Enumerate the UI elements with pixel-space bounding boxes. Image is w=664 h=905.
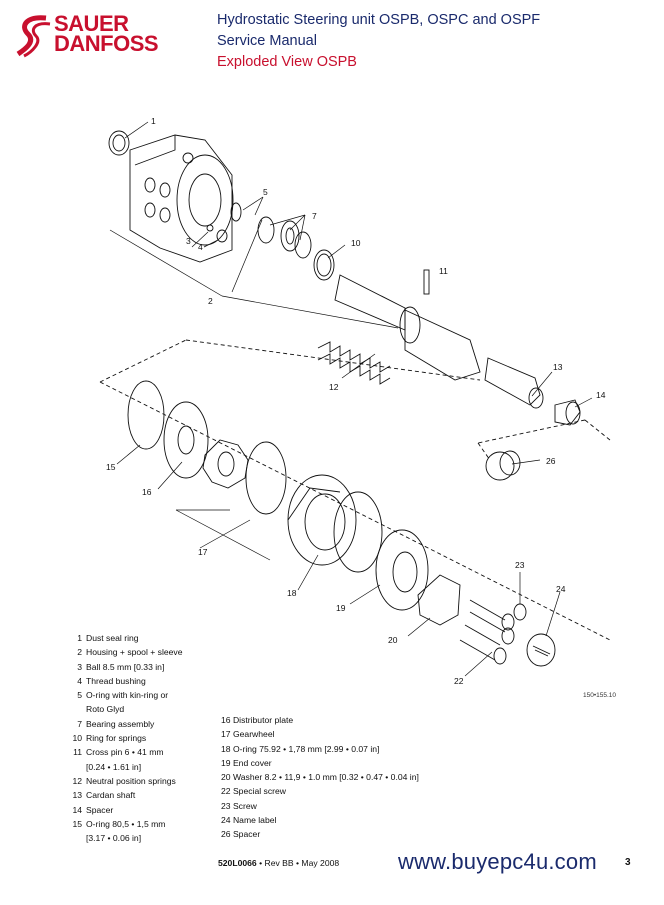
callout-14: 14 <box>596 390 606 400</box>
callout-26: 26 <box>546 456 556 466</box>
callout-2: 2 <box>208 296 213 306</box>
callout-13: 13 <box>553 362 563 372</box>
bearing-part <box>257 216 275 244</box>
revision-info: • Rev BB • May 2008 <box>256 858 340 868</box>
legend-row: 22 Special screw <box>221 786 286 797</box>
callout-19: 19 <box>336 603 346 613</box>
washer-plate-part <box>417 574 461 626</box>
legend-row: 17 Gearwheel <box>221 729 275 740</box>
o-ring-part <box>230 202 242 222</box>
end-cover-part <box>375 529 429 611</box>
dust-seal-ring-part <box>108 130 130 156</box>
parts-legend-right: 16 Distributor plate 17 Gearwheel 18 O-r… <box>221 713 419 842</box>
assembly-lines <box>99 339 611 641</box>
name-label-part <box>526 633 556 667</box>
drawing-number: 150•155.10 <box>583 692 617 699</box>
leader-lines <box>109 121 593 677</box>
distributor-plate-part <box>163 401 209 479</box>
website-watermark: www.buyepc4u.com <box>398 849 597 874</box>
neutral-springs-part <box>317 341 391 385</box>
o-ring-part-15 <box>127 380 165 450</box>
footer-doc-reference: 520L0066 • Rev BB • May 2008 <box>218 858 339 868</box>
spacer-part-14 <box>554 399 581 426</box>
callout-15: 15 <box>106 462 116 472</box>
callout-20: 20 <box>388 635 398 645</box>
logo-mark-icon <box>16 15 51 58</box>
spacer-part-26 <box>485 450 521 481</box>
sauer-danfoss-logo: SAUER DANFOSS <box>16 11 208 58</box>
gearwheel-part <box>202 439 249 489</box>
callout-23: 23 <box>515 560 525 570</box>
callout-24: 24 <box>556 584 566 594</box>
callout-22: 22 <box>454 676 464 686</box>
ring-for-springs-part <box>313 249 335 281</box>
document-subtitle: Service Manual <box>217 33 317 49</box>
document-title: Hydrostatic Steering unit OSPB, OSPC and… <box>217 12 541 28</box>
callout-4: 4 <box>198 242 203 252</box>
thread-bushing-part <box>216 229 228 243</box>
callout-18: 18 <box>287 588 297 598</box>
spool-sleeve-part <box>334 274 481 381</box>
logo-text-danfoss: DANFOSS <box>54 31 159 56</box>
legend-row: 24 Name label <box>221 815 277 826</box>
legend-row: Roto Glyd <box>86 704 125 715</box>
gear-set-part <box>287 474 357 566</box>
housing-part <box>129 134 234 263</box>
section-title: Exploded View OSPB <box>217 54 357 70</box>
legend-row: 18 O-ring 75.92 • 1,78 mm [2.99 • 0.07 i… <box>221 743 380 754</box>
page-number: 3 <box>625 857 631 868</box>
callout-16: 16 <box>142 487 152 497</box>
callout-5: 5 <box>263 187 268 197</box>
legend-row: 16 Distributor plate <box>221 715 294 725</box>
legend-row: [3.17 • 0.06 in] <box>86 833 142 844</box>
screws-part <box>459 599 527 665</box>
legend-row: [0.24 • 1.61 in] <box>86 761 142 772</box>
legend-row: 19 End cover <box>221 757 272 768</box>
callout-11: 11 <box>439 266 448 276</box>
legend-row: 23 Screw <box>221 800 257 811</box>
callout-3: 3 <box>186 236 191 246</box>
cardan-shaft-part <box>484 357 544 409</box>
callout-7: 7 <box>312 211 317 221</box>
legend-row: 20 Washer 8.2 • 11,9 • 1.0 mm [0.32 • 0.… <box>221 772 419 783</box>
callout-12: 12 <box>329 382 339 392</box>
ball-part <box>206 224 214 232</box>
cross-pin-part <box>423 269 430 295</box>
callout-10: 10 <box>351 238 361 248</box>
callout-1: 1 <box>151 116 156 126</box>
callout-17: 17 <box>198 547 208 557</box>
logo-text-sauer: SAUER <box>54 11 129 36</box>
exploded-view-drawing: 1 2 3 4 5 7 10 11 12 13 14 15 16 17 18 1… <box>99 116 611 686</box>
doc-number: 520L0066 <box>218 858 257 868</box>
legend-row: 26 Spacer <box>221 829 261 840</box>
